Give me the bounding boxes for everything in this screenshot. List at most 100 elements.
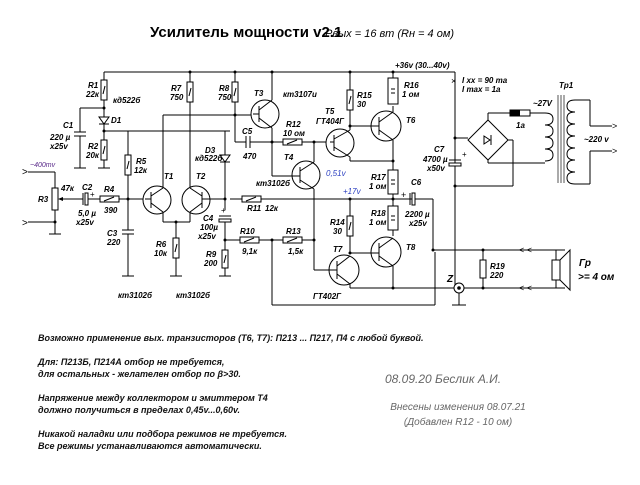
note-line: должно получиться в пределах 0,45v...0,6… [38, 405, 240, 415]
r9-name: R9 [206, 250, 217, 259]
transistor-t6-emitter [378, 111, 394, 123]
capacitor-c2-plate [84, 192, 89, 206]
transformer-secondary-label: ~27V [533, 99, 553, 108]
transistor-t4-emitter [299, 179, 315, 190]
r1-value: 22к [85, 90, 100, 99]
polarity-plus: + [90, 190, 95, 199]
t6-name: T6 [406, 116, 416, 125]
transistor-t2 [181, 185, 211, 215]
c3-value: 220 [106, 238, 121, 247]
t4-type: кт3102б [256, 179, 291, 188]
c4-name: C4 [203, 214, 214, 223]
transistor-t5 [325, 128, 355, 158]
r18-name: R18 [371, 209, 386, 218]
ground-point-z-center [457, 286, 461, 290]
d3-type: кд522б [195, 154, 223, 163]
r17-value: 1 ом [369, 182, 387, 191]
idle-current-label: I xx = 90 ma [462, 76, 508, 85]
transistor-t4 [291, 160, 321, 190]
schematic-subtitle: Pвых = 16 вт (Rн = 4 ом) [325, 28, 455, 40]
change-note: Внесены изменения 08.07.21 (Добавлен R12… [372, 400, 544, 430]
c2-value: 5,0 µ [78, 209, 96, 218]
transformer-primary-label: ~220 v [584, 135, 609, 144]
junction [348, 124, 352, 128]
resistor-r17 [387, 169, 399, 195]
r10-value: 9,1к [242, 247, 258, 256]
transistor-t1-collector [150, 187, 164, 197]
note-line: Все режимы устанавливаются автоматически… [38, 441, 262, 451]
r15-name: R15 [357, 91, 372, 100]
resistor-r10-mark [243, 237, 255, 243]
note-line: Для: П213Б, П214А отбор не требуется, [38, 357, 225, 367]
t3-name: T3 [254, 89, 264, 98]
t7-type: ГТ402Г [313, 292, 342, 301]
r3-value: 47к [60, 184, 75, 193]
c1-name: C1 [63, 121, 74, 130]
ground-point-label: Z [446, 274, 454, 285]
t2-name: T2 [196, 172, 206, 181]
resistor-r14-mark [348, 221, 352, 231]
c7-name: C7 [434, 145, 445, 154]
r10-name: R10 [240, 227, 255, 236]
c6-value: 2200 µ [404, 210, 430, 219]
junction [102, 106, 106, 110]
potentiometer-wiper [58, 197, 63, 201]
r18-value: 1 ом [369, 218, 387, 227]
resistor-r7-mark [188, 87, 192, 97]
t1-type: кт3102б [118, 291, 153, 300]
c2-name: C2 [82, 183, 93, 192]
transistor-t2-collector [189, 187, 203, 197]
r1-name: R1 [88, 81, 99, 90]
c1-value: 220 µ [49, 133, 71, 142]
resistor-r2-mark [102, 145, 106, 155]
speaker-cone [559, 248, 571, 292]
c6-voltage: x25v [408, 219, 427, 228]
r11-value: 12к [265, 204, 279, 213]
note-line: для остальных - желателен отбор по β>30. [38, 369, 241, 379]
resistor-r6-mark [174, 243, 178, 253]
transistor-t3-emitter [258, 99, 273, 111]
connector-icon: < < [519, 283, 532, 293]
r12-value: 10 ом [283, 129, 305, 138]
transistor-t7-collector [336, 273, 351, 285]
c7-voltage: x50v [426, 164, 445, 173]
r19-name: R19 [490, 262, 505, 271]
resistor-r4-mark [103, 196, 115, 202]
c7-value: 4700 µ [422, 155, 448, 164]
transistor-t8-emitter [378, 237, 394, 249]
c5-value: 470 [242, 152, 257, 161]
capacitor-c4-plate [218, 218, 232, 223]
r5-name: R5 [136, 157, 147, 166]
max-current-label: I max = 1a [462, 85, 501, 94]
junction [270, 70, 274, 74]
speaker-coil [551, 259, 561, 281]
r2-name: R2 [88, 142, 99, 151]
r4-name: R4 [104, 185, 115, 194]
mains-terminal-icon: > [612, 146, 617, 156]
schematic-title: Усилитель мощности v2.1 [150, 24, 343, 41]
notes-block: Возможно применение вых. транзисторов (T… [38, 332, 424, 452]
t5-name: T5 [325, 107, 335, 116]
resistor-r9-mark [223, 254, 227, 264]
r17-name: R17 [371, 173, 386, 182]
r15-value: 30 [357, 100, 366, 109]
r9-value: 200 [203, 259, 218, 268]
r4-value: 390 [104, 206, 118, 215]
capacitor-c7-plate [448, 162, 462, 167]
r6-value: 10к [154, 249, 168, 258]
transistor-t8 [370, 236, 402, 268]
transformer-primary-coil [566, 99, 576, 185]
diode-d1 [98, 116, 110, 125]
resistor-r12-mark [286, 139, 298, 145]
c6-name: C6 [411, 178, 422, 187]
polarity-plus: + [401, 190, 406, 200]
r13-value: 1,5к [288, 247, 304, 256]
author-signature: 08.09.20 Беслик А.И. [385, 372, 502, 386]
resistor-r1-mark [102, 85, 106, 95]
change-note-line: (Добавлен R12 - 10 ом) [403, 417, 513, 428]
polarity-plus: + [462, 150, 467, 159]
transistor-t1-emitter [150, 202, 164, 213]
r7-value: 750 [170, 93, 184, 102]
junction [53, 220, 57, 224]
c4-value: 100µ [200, 223, 218, 232]
